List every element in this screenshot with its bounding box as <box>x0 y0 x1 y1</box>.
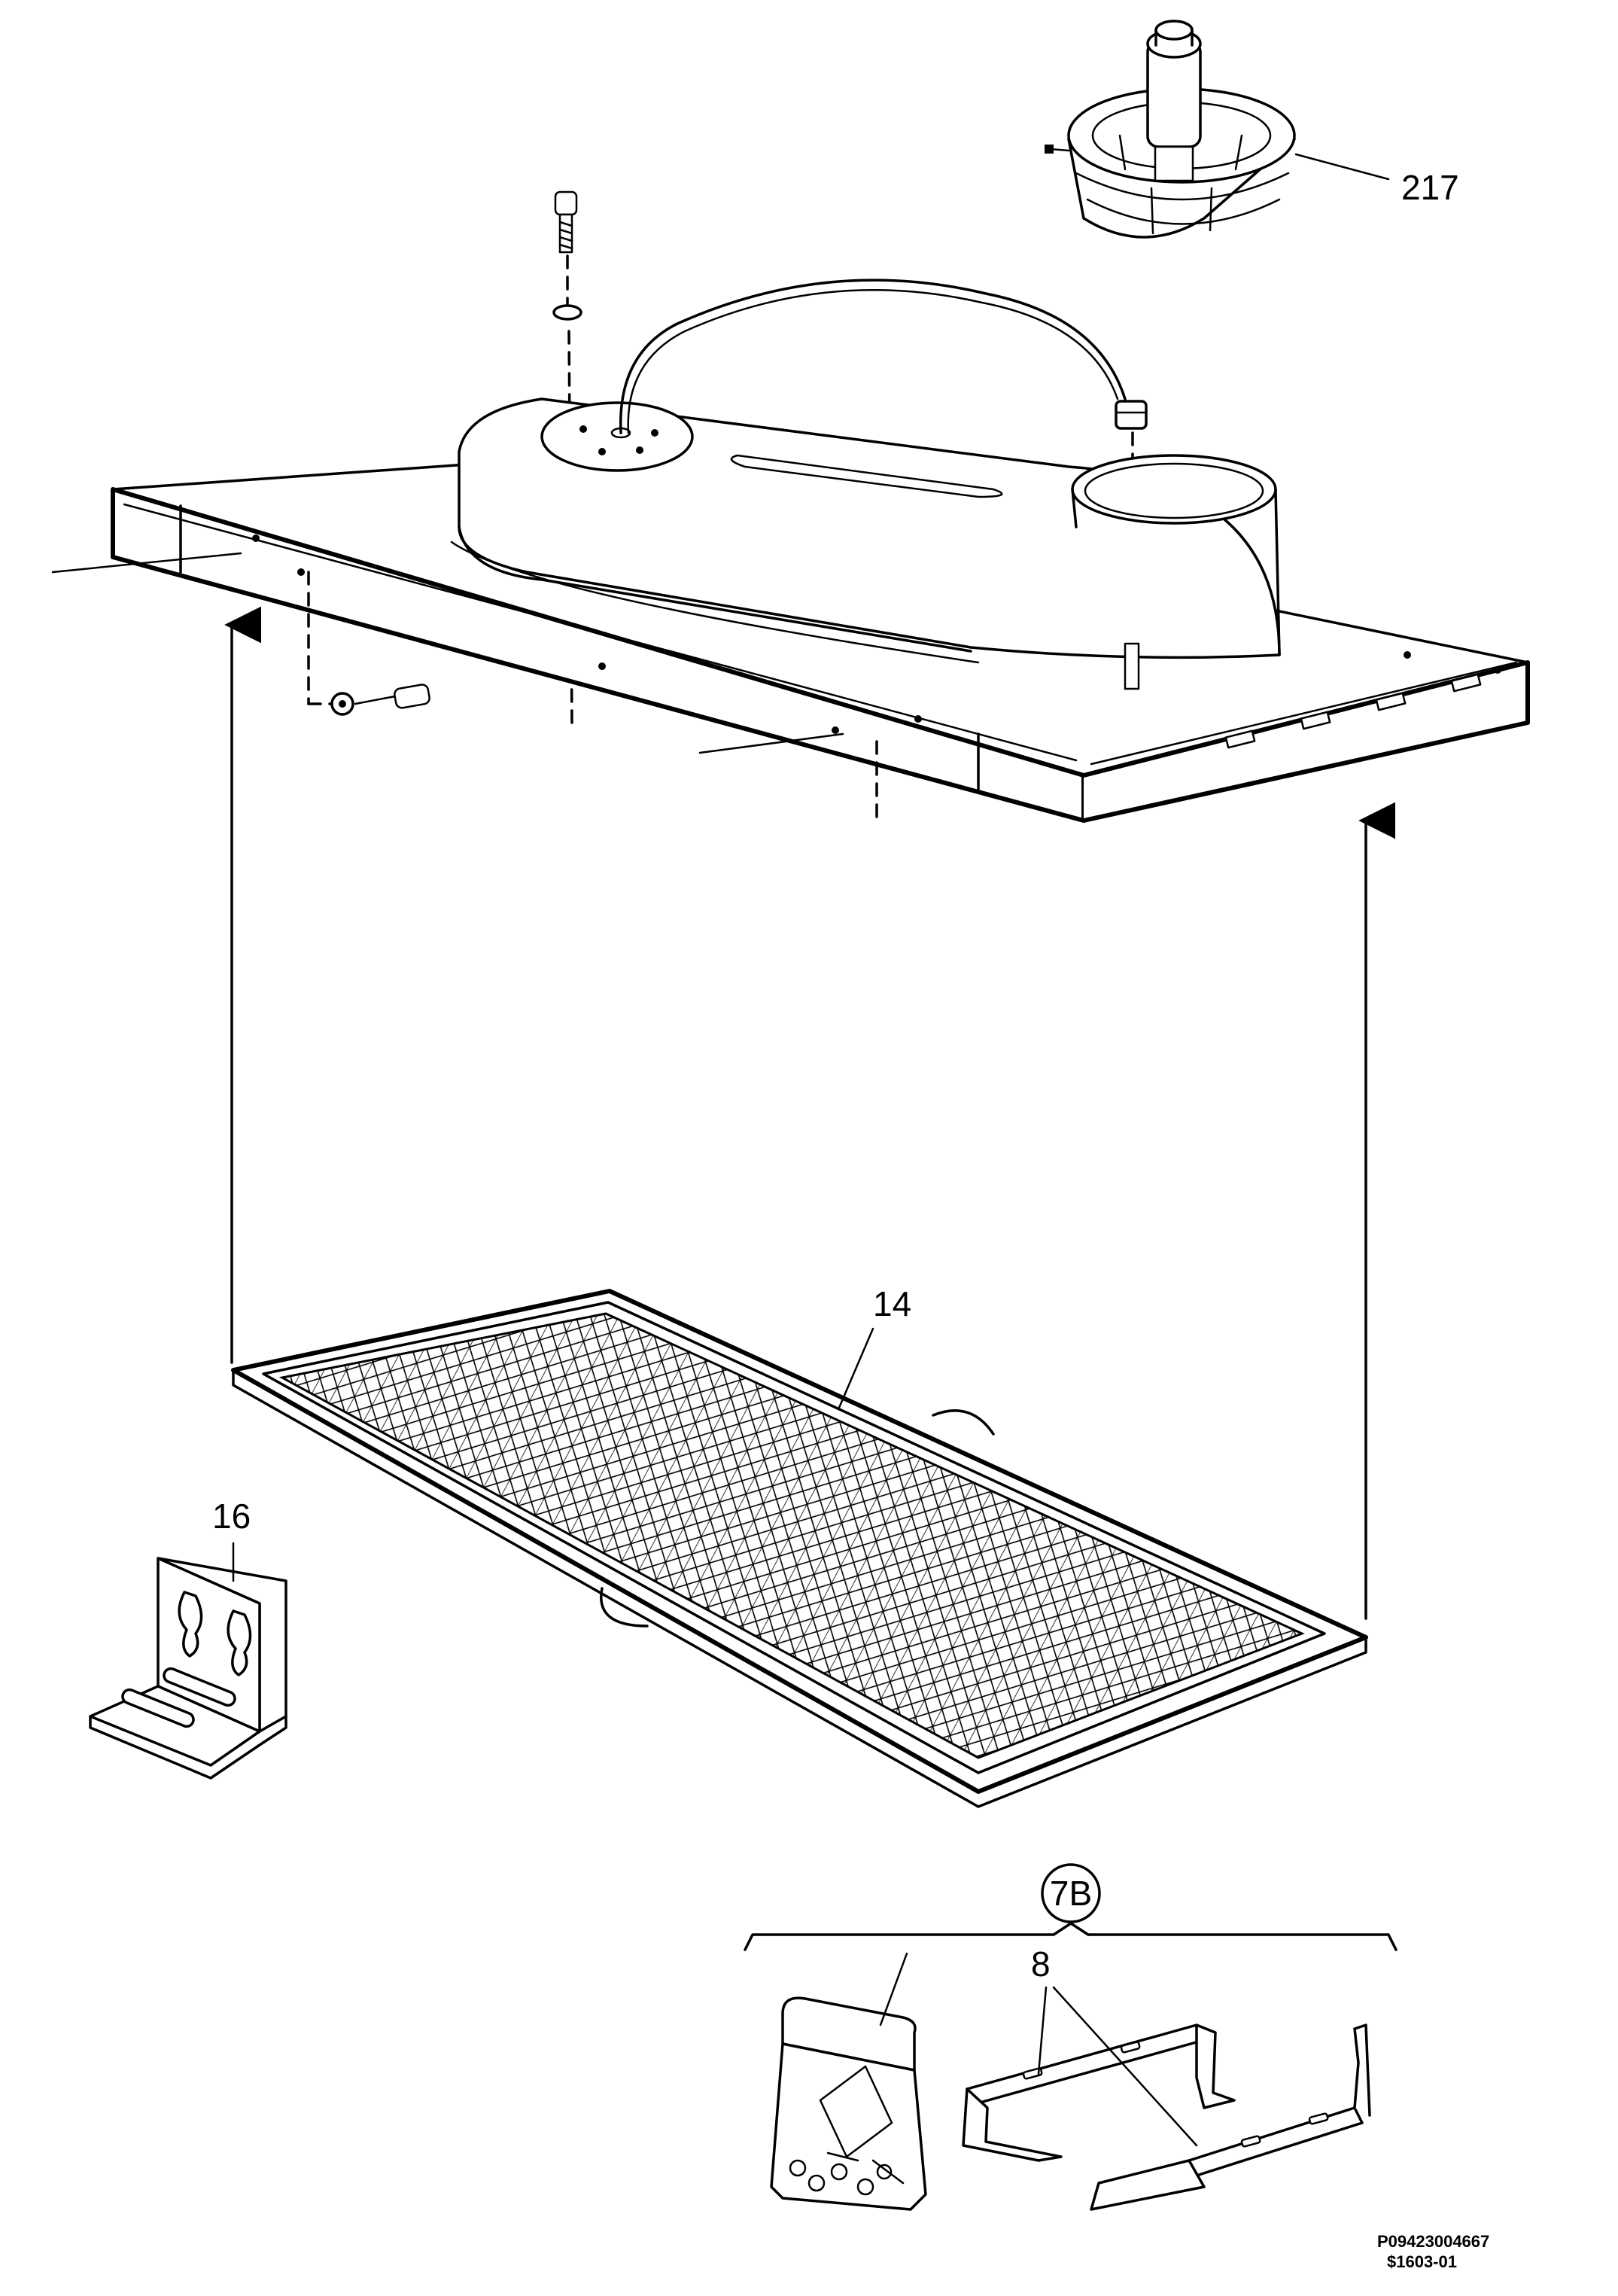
wall-bracket <box>89 1557 287 1780</box>
washer-icon <box>552 304 582 321</box>
leader-217 <box>1294 153 1390 181</box>
revision-code: $1603-01 <box>1387 2252 1457 2271</box>
kit-brace <box>744 1922 1398 1951</box>
callout-7b: 7B <box>1050 1874 1092 1913</box>
side-screw <box>330 684 430 716</box>
power-cable <box>619 279 1127 434</box>
cable-nut <box>1115 400 1148 430</box>
leader-8b <box>1052 1986 1198 2147</box>
grease-filter <box>231 1289 1368 1808</box>
pointer-line <box>51 552 242 574</box>
callout-217: 217 <box>1401 168 1459 207</box>
screw-top <box>554 190 578 254</box>
mounting-clip-2 <box>1090 2023 1371 2211</box>
pointer-line <box>698 732 844 754</box>
doc-number: P09423004667 <box>1377 2232 1489 2251</box>
callout-16: 16 <box>212 1497 251 1536</box>
callout-8: 8 <box>1031 1944 1051 1984</box>
leader-bag <box>879 1952 908 2027</box>
power-cable <box>627 289 1119 434</box>
leader-8a <box>1037 1986 1048 2075</box>
callout-14: 14 <box>873 1284 911 1323</box>
callout-7b-circle <box>1041 1863 1101 1923</box>
leader-14 <box>838 1327 874 1409</box>
screw-bag <box>770 1996 927 2211</box>
fan-housing <box>450 397 1281 690</box>
mounting-clip-1 <box>962 2023 1236 2162</box>
motor-knob-part <box>1045 20 1296 239</box>
